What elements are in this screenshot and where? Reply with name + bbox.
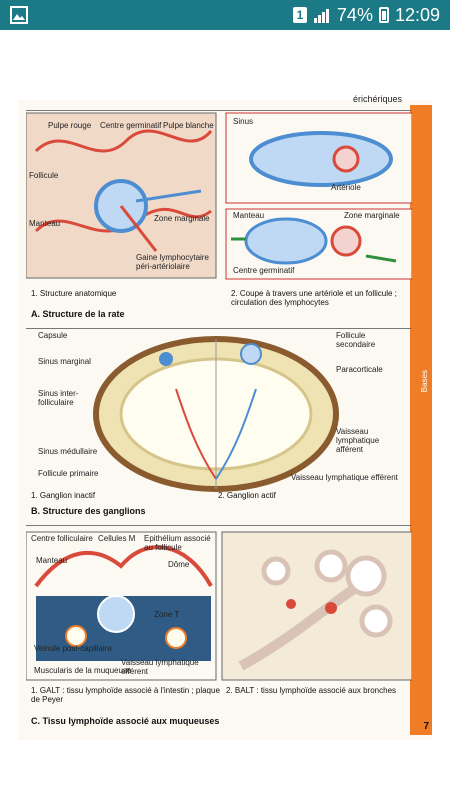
caption-c2: 2. BALT : tissu lymphoïde associé aux br… — [226, 686, 397, 695]
section-c: Centre folliculaire Cellules M Epithéliu… — [25, 525, 413, 734]
lymph-node-illustration — [93, 336, 339, 492]
label-epithelium: Epithélium associé au follicule — [144, 534, 211, 552]
label-vaisseau-efferent-c: Vaisseau lymphatique efférent — [121, 658, 199, 676]
battery-percent: 74% — [336, 4, 373, 25]
battery-icon — [378, 7, 389, 23]
section-c-title: C. Tissu lymphoïde associé aux muqueuses — [31, 716, 220, 726]
label-manteau: Manteau — [29, 219, 61, 228]
status-right: 1 74% 12:09 — [292, 4, 440, 26]
label-cellules-m: Cellules M — [98, 534, 136, 543]
label-follicule-primaire: Follicule primaire — [38, 469, 99, 478]
label-veinule: Veinule post-capillaire — [34, 644, 112, 653]
document-page: érichériques Bases Pulpe rouge Centre ge… — [18, 94, 432, 740]
label-pulpe-blanche: Pulpe blanche — [163, 121, 214, 130]
side-tab — [410, 105, 432, 735]
label-pulpe-rouge: Pulpe rouge — [48, 121, 92, 130]
label-gaine: Gaine lymphocytaire péri-artériolaire — [136, 253, 209, 271]
label-paracorticale: Paracorticale — [336, 365, 383, 374]
page-number: 7 — [423, 721, 429, 732]
caption-b1: 1. Ganglion inactif — [31, 491, 96, 500]
gallery-icon — [10, 6, 28, 24]
label-follicule: Follicule — [29, 171, 59, 180]
caption-b2: 2. Ganglion actif — [218, 491, 276, 500]
label-manteau-c: Manteau — [36, 556, 68, 565]
section-b-title: B. Structure des ganglions — [31, 506, 146, 516]
label-manteau-2: Manteau — [233, 211, 265, 220]
spleen-illustration — [25, 112, 413, 280]
mucosa-illustration — [25, 531, 413, 681]
label-arteriole: Artériole — [331, 183, 361, 192]
section-a: Pulpe rouge Centre germinatif Pulpe blan… — [25, 110, 413, 326]
label-capsule: Capsule — [38, 331, 68, 340]
label-follicule-secondaire: Follicule secondaire — [336, 331, 376, 349]
sim-badge: 1 — [292, 7, 307, 23]
label-centre-folliculaire: Centre folliculaire — [31, 534, 93, 543]
section-b: Capsule Sinus marginal Sinus inter-folli… — [26, 328, 412, 524]
label-sinus-marginal: Sinus marginal — [38, 357, 91, 366]
signal-icon — [313, 9, 329, 23]
label-dome: Dôme — [168, 560, 190, 569]
caption-a1: 1. Structure anatomique — [31, 289, 117, 298]
label-vaisseau-afferent: Vaisseau lymphatique afférent — [336, 427, 380, 454]
label-muscularis: Muscularis de la muqueuse — [34, 666, 132, 675]
label-centre-germinatif-2: Centre germinatif — [233, 266, 295, 275]
label-zone-marginale-2: Zone marginale — [344, 211, 400, 220]
caption-a2: 2. Coupe à travers une artériole et un f… — [231, 289, 397, 307]
side-tab-label: Bases — [420, 370, 429, 393]
label-centre-germinatif: Centre germinatif — [100, 121, 162, 130]
clock: 12:09 — [394, 4, 440, 25]
label-zone-t: Zone T — [154, 610, 180, 619]
label-sinus-medullaire: Sinus médullaire — [38, 447, 98, 456]
status-bar: 1 74% 12:09 — [0, 0, 450, 30]
label-sinus-inter: Sinus inter-folliculaire — [38, 389, 79, 407]
section-a-title: A. Structure de la rate — [31, 309, 125, 319]
label-vaisseau-efferent: Vaisseau lymphatique efférent — [291, 473, 398, 482]
page-header-fragment: érichériques — [352, 94, 402, 104]
caption-c1: 1. GALT : tissu lymphoïde associé à l'in… — [31, 686, 220, 704]
label-zone-marginale: Zone marginale — [154, 214, 210, 223]
label-sinus: Sinus — [233, 117, 254, 126]
